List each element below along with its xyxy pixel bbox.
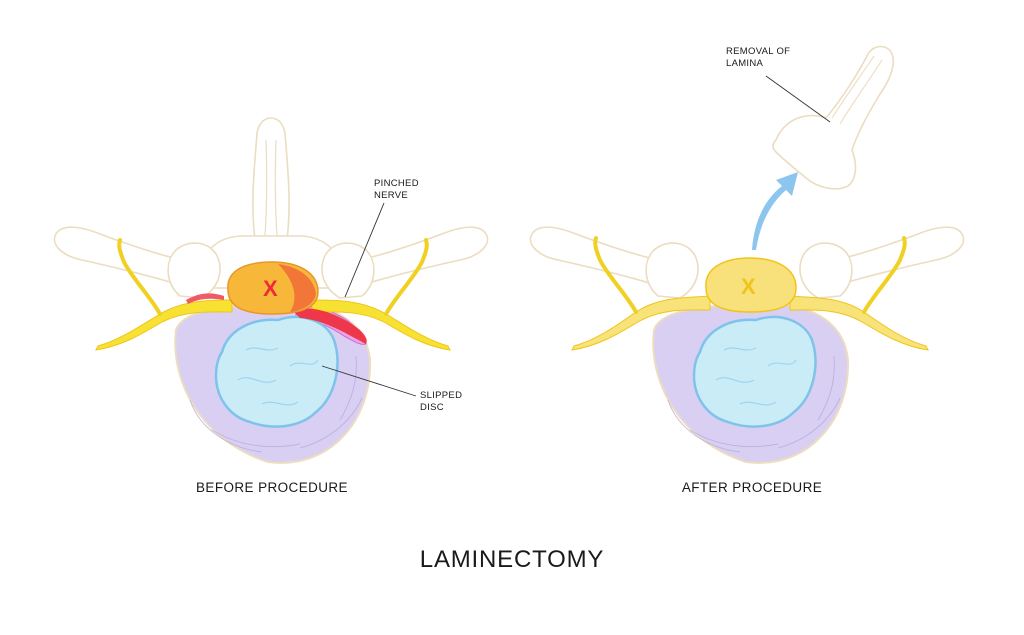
after-procedure-caption: AFTER PROCEDURE: [681, 480, 823, 495]
before-cord-gray-matter: X: [263, 276, 278, 301]
before-left-facet: [167, 242, 221, 299]
before-left-nerve-root: [95, 299, 233, 351]
before-spinous-process: [252, 117, 290, 247]
slipped-disc-label: SLIPPED DISC: [420, 390, 462, 414]
removal-leader: [765, 75, 831, 123]
diagram-title: LAMINECTOMY: [419, 546, 605, 573]
before-right-facet: [321, 242, 375, 299]
before-left-transverse-process: [53, 226, 201, 291]
removed-lamina: [772, 45, 895, 190]
after-disc-nucleus: [692, 315, 817, 428]
after-vertebra: X: [529, 226, 965, 464]
before-inflamed-nerve: [292, 308, 367, 344]
slipped-disc-label-line1: SLIPPED: [420, 390, 463, 401]
pinched-nerve-label-line1: PINCHED: [374, 178, 419, 189]
before-procedure-caption: BEFORE PROCEDURE: [196, 480, 348, 495]
pinched-nerve-leader: [344, 202, 385, 298]
after-spinal-cord: [705, 257, 797, 313]
removal-label-line2: LAMINA: [726, 58, 764, 69]
before-disc-nucleus: [214, 315, 339, 428]
after-left-transverse-process: [529, 226, 677, 291]
after-right-nerve-root: [789, 295, 929, 351]
before-right-nerve-root: [311, 299, 451, 351]
before-vertebra: X: [53, 117, 489, 464]
pinched-nerve-label: PINCHED NERVE: [374, 178, 419, 202]
slipped-disc-label-line2: DISC: [420, 402, 444, 413]
removal-label-line1: REMOVAL OF: [726, 46, 791, 57]
removal-arrow-icon: [752, 172, 798, 250]
slipped-disc-leader: [321, 365, 417, 397]
after-cord-gray-matter: X: [741, 274, 756, 299]
after-right-facet: [799, 242, 853, 299]
pinched-nerve-label-line2: NERVE: [374, 190, 409, 201]
after-left-nerve-root: [571, 295, 711, 351]
removal-of-lamina-label: REMOVAL OF LAMINA: [726, 46, 790, 70]
after-left-facet: [645, 242, 699, 299]
